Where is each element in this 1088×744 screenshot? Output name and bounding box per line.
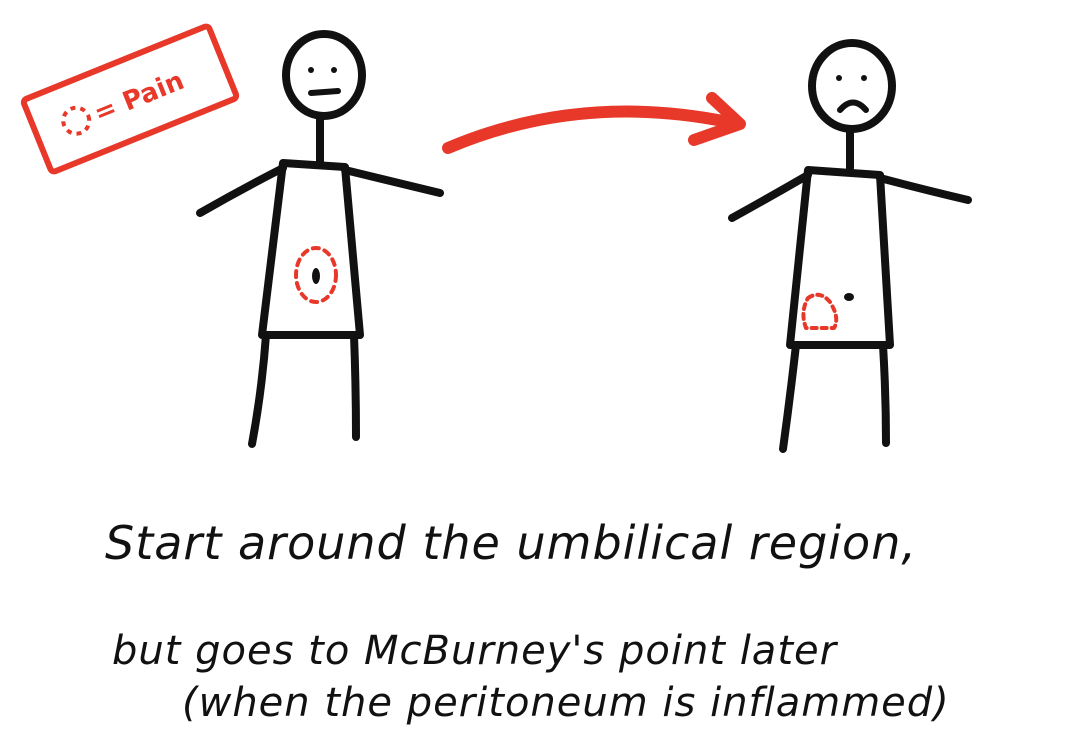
legend-label: = Pain — [90, 66, 189, 129]
figure-after-head — [808, 39, 896, 133]
figure-before-arm-left — [196, 164, 287, 217]
legend-pain-icon — [61, 105, 92, 136]
caption-line-2: but goes to McBurney's point later — [112, 628, 838, 674]
figure-before — [196, 30, 444, 448]
legend-box — [20, 23, 240, 175]
figure-after-arm-left — [728, 171, 812, 222]
progression-arrow — [442, 92, 746, 154]
figure-before-leg-left — [248, 331, 270, 448]
figure-before-eye-left — [308, 67, 314, 73]
figure-after-leg-right — [879, 341, 890, 447]
caption-line-3: (when the peritoneum is inflammed) — [182, 680, 950, 726]
caption-line-1: Start around the umbilical region, — [105, 516, 917, 570]
figure-after-arm-right — [876, 174, 972, 204]
figure-before-head — [282, 30, 366, 120]
figure-before-eye-right — [331, 67, 337, 73]
figure-after-pain-marker — [801, 292, 839, 330]
figure-before-torso — [258, 159, 364, 339]
figure-before-navel — [312, 268, 320, 284]
figure-before-pain-marker — [294, 246, 338, 304]
figure-after-torso — [786, 166, 894, 349]
figure-after-navel — [844, 293, 854, 301]
figure-after-leg-left — [779, 341, 800, 453]
arrow-head — [688, 92, 746, 146]
figure-after-eye-right — [861, 75, 867, 81]
legend: = Pain — [20, 23, 240, 175]
figure-after-mouth-sad — [837, 99, 869, 113]
arrow-shaft — [442, 105, 734, 154]
figure-before-leg-right — [350, 331, 360, 441]
figure-before-mouth-neutral — [308, 88, 341, 96]
figure-before-arm-right — [341, 166, 444, 197]
figure-after — [728, 39, 972, 453]
figure-after-eye-left — [836, 75, 842, 81]
